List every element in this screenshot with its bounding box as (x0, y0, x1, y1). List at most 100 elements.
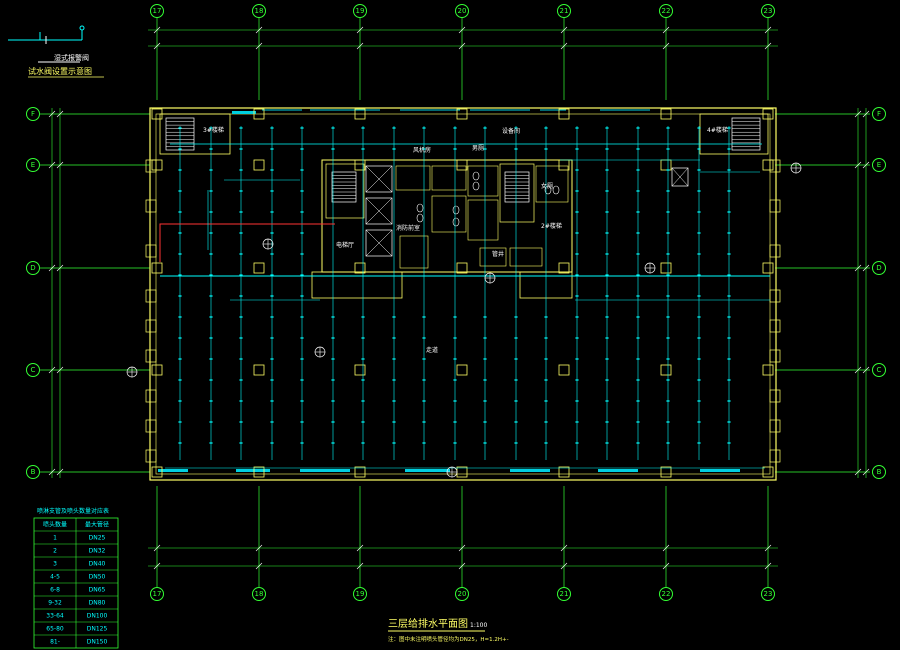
sprinkler-head (575, 127, 579, 129)
sprinkler-head (270, 274, 274, 276)
pilaster (145, 289, 157, 303)
sprinkler-head (483, 127, 487, 129)
sprinkler-head (544, 379, 548, 381)
axis-bubble-right-label: F (877, 110, 881, 118)
axis-bubble-bottom-label: 19 (356, 590, 365, 598)
sprinkler-head (605, 316, 609, 318)
dimension-tick (854, 110, 862, 118)
sprinkler-head (666, 421, 670, 423)
sprinkler-head (727, 442, 731, 444)
sprinkler-head (270, 190, 274, 192)
legend-cell: DN50 (89, 574, 106, 581)
sprinkler-head (544, 421, 548, 423)
dimension-tick (356, 42, 364, 50)
column (660, 159, 672, 171)
sprinkler-head (636, 232, 640, 234)
sprinkler-head (209, 148, 213, 150)
dimension-tick (560, 42, 568, 50)
sprinkler-head (514, 379, 518, 381)
axis-bubble-top-label: 21 (560, 7, 569, 15)
fixture (452, 217, 460, 227)
dimension-tick (153, 26, 161, 34)
sprinkler-head (361, 148, 365, 150)
sprinkler-head (209, 379, 213, 381)
sprinkler-head (575, 295, 579, 297)
sprinkler-head (514, 421, 518, 423)
sprinkler-head (392, 337, 396, 339)
sprinkler-head (544, 316, 548, 318)
sprinkler-head (483, 358, 487, 360)
sprinkler-head (300, 358, 304, 360)
stair-room (159, 113, 231, 155)
column (762, 466, 774, 478)
column (253, 159, 265, 171)
riser-symbol (446, 466, 458, 478)
sprinkler-head (209, 211, 213, 213)
sprinkler-head (361, 127, 365, 129)
dimension-tick (560, 562, 568, 570)
sprinkler-head (270, 169, 274, 171)
core-room (509, 247, 543, 267)
sprinkler-head (331, 400, 335, 402)
legend-cell: DN40 (89, 561, 106, 568)
sprinkler-head (483, 337, 487, 339)
sprinkler-head (331, 337, 335, 339)
sprinkler-head (392, 127, 396, 129)
lobby (311, 271, 403, 299)
sprinkler-head (636, 253, 640, 255)
sprinkler-head (666, 169, 670, 171)
legend-cell: 2 (53, 548, 57, 555)
axis-bubble-bottom-label: 18 (255, 590, 264, 598)
room-shaft: 管井 (492, 250, 504, 258)
sprinkler-head (605, 169, 609, 171)
axis-bubble-bottom: 20 (455, 587, 469, 601)
sprinkler-head (483, 379, 487, 381)
legend-cell: DN32 (89, 548, 106, 555)
legend-cell: 1 (53, 535, 57, 542)
pilaster (145, 389, 157, 403)
room-labels: 3#楼梯 4#楼梯 电梯厅 风机房 男厕 女厕 设备间 管井 消防前室 走道 2… (203, 126, 728, 354)
sprinkler-head (666, 295, 670, 297)
sprinkler-head (636, 316, 640, 318)
column (660, 466, 672, 478)
legend-cell: 81- (50, 639, 60, 646)
fire-main (159, 223, 335, 262)
sprinkler-head (605, 232, 609, 234)
column (558, 364, 570, 376)
axis-bubble-left-label: F (31, 110, 35, 118)
axis-bubble-bottom-label: 23 (764, 590, 773, 598)
sprinkler-head (575, 442, 579, 444)
axis-bubble-bottom-label: 17 (153, 590, 162, 598)
sprinkler-head (666, 232, 670, 234)
sprinkler-head (361, 379, 365, 381)
axis-bubble-left-label: E (31, 161, 35, 169)
drawing-note: 注：图中未注明喷头管径均为DN25，H=1.2H+- (388, 635, 509, 643)
sprinkler-head (666, 253, 670, 255)
column (151, 262, 163, 274)
sprinkler-head (239, 358, 243, 360)
sprinkler-head (422, 316, 426, 318)
sprinkler-head (636, 127, 640, 129)
fixture (544, 185, 552, 195)
pilaster (769, 449, 781, 463)
sprinkler-head (422, 379, 426, 381)
room-stair-mid: 2#楼梯 (541, 222, 562, 230)
dimension-tick (854, 468, 862, 476)
sprinkler-head (575, 379, 579, 381)
sprinkler-head (178, 211, 182, 213)
sprinkler-head (636, 400, 640, 402)
core-room (479, 247, 507, 267)
axis-bubble-top-label: 17 (153, 7, 162, 15)
elevator-shaft (365, 165, 393, 193)
sprinkler-head (605, 421, 609, 423)
sprinkler-head (697, 190, 701, 192)
axis-bubble-bottom-label: 21 (560, 590, 569, 598)
sprinkler-head (422, 400, 426, 402)
sprinkler-head (514, 442, 518, 444)
sprinkler-head (239, 421, 243, 423)
sprinkler-head (300, 127, 304, 129)
pilaster (769, 319, 781, 333)
sprinkler-head (178, 295, 182, 297)
dimension-tick (764, 544, 772, 552)
